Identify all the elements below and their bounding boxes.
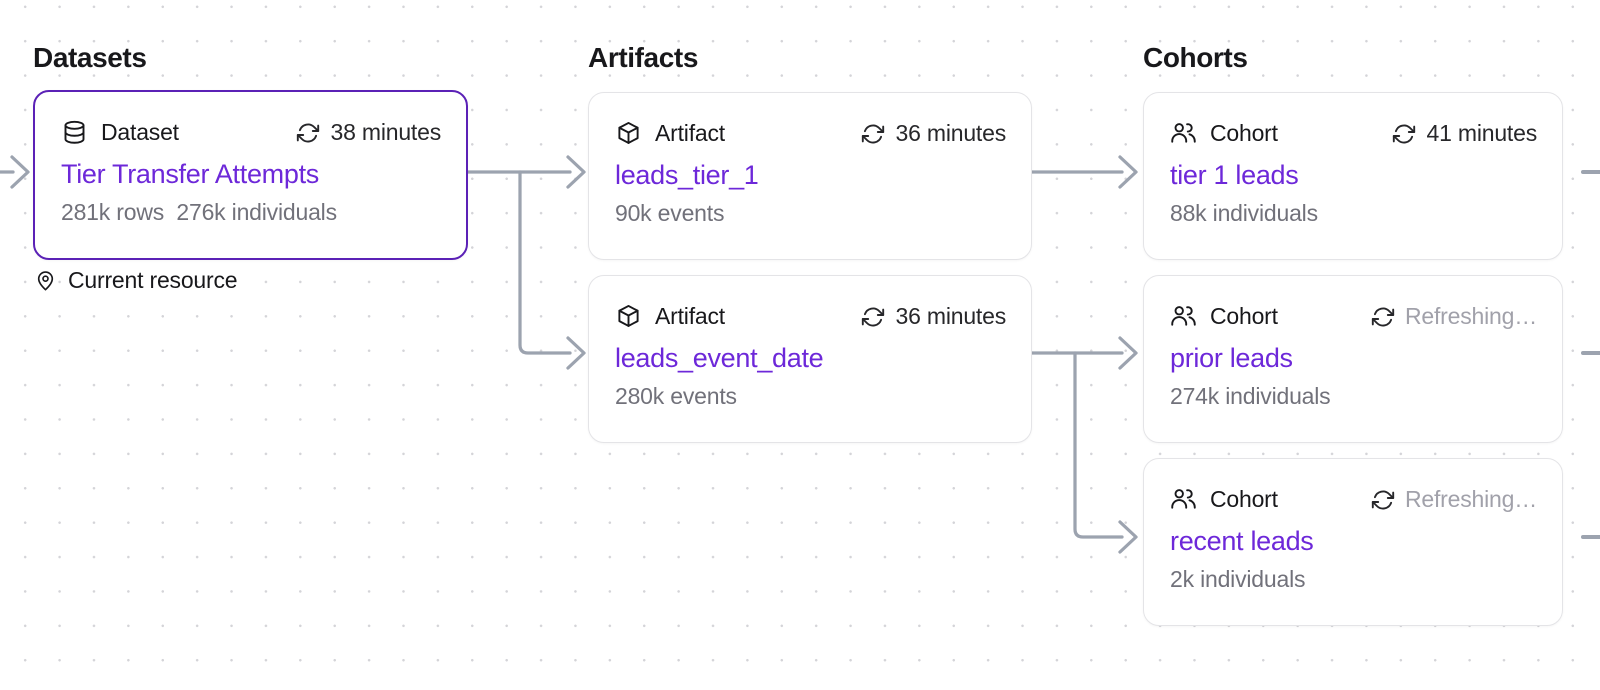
column-header-datasets: Datasets <box>33 42 147 73</box>
column-header-cohorts: Cohorts <box>1143 42 1248 73</box>
cohort-card-prior-leads[interactable]: Cohort Refreshing… prior leads 274k indi… <box>1143 275 1563 443</box>
database-icon <box>61 119 88 146</box>
node-meta: 280k events <box>615 383 737 409</box>
refresh-status: 36 minutes <box>861 303 1006 330</box>
node-meta: 2k individuals <box>1170 566 1306 592</box>
node-title-link[interactable]: Tier Transfer Attempts <box>61 159 319 189</box>
refresh-status-text: Refreshing… <box>1404 303 1537 329</box>
refresh-status-text: 36 minutes <box>895 303 1006 329</box>
current-resource-label: Current resource <box>68 267 238 293</box>
node-title-link[interactable]: recent leads <box>1170 526 1314 556</box>
users-icon <box>1170 120 1197 147</box>
refresh-status-text: 38 minutes <box>330 119 441 145</box>
node-title-link[interactable]: leads_event_date <box>615 343 824 373</box>
dataset-card[interactable]: Dataset 38 minutes Tier Transfer Attempt… <box>33 90 468 260</box>
refresh-status: 41 minutes <box>1392 120 1537 147</box>
cube-icon <box>615 303 642 330</box>
node-meta: 274k individuals <box>1170 383 1331 409</box>
current-resource-legend: Current resource <box>34 267 238 294</box>
refresh-status: Refreshing… <box>1371 486 1537 513</box>
users-icon <box>1170 303 1197 330</box>
node-meta: 281k rows 276k individuals <box>61 199 337 225</box>
column-header-artifacts: Artifacts <box>588 42 698 73</box>
cube-icon <box>615 120 642 147</box>
node-type-label: Cohort <box>1210 120 1278 146</box>
artifact-card-leads-event-date[interactable]: Artifact 36 minutes leads_event_date 280… <box>588 275 1032 443</box>
refresh-icon <box>861 122 885 146</box>
cohort-card-recent-leads[interactable]: Cohort Refreshing… recent leads 2k indiv… <box>1143 458 1563 626</box>
node-meta: 88k individuals <box>1170 200 1318 226</box>
refresh-icon <box>1371 488 1395 512</box>
node-type-label: Dataset <box>101 119 179 145</box>
node-type-label: Artifact <box>655 303 725 329</box>
node-type-label: Artifact <box>655 120 725 146</box>
node-title-link[interactable]: tier 1 leads <box>1170 160 1299 190</box>
node-meta: 90k events <box>615 200 725 226</box>
refresh-status-text: 36 minutes <box>895 120 1006 146</box>
refresh-icon <box>296 121 320 145</box>
refresh-status: 36 minutes <box>861 120 1006 147</box>
refresh-icon <box>1392 122 1416 146</box>
refresh-icon <box>861 305 885 329</box>
users-icon <box>1170 486 1197 513</box>
node-type-label: Cohort <box>1210 486 1278 512</box>
refresh-status-text: Refreshing… <box>1404 486 1537 512</box>
refresh-status: 38 minutes <box>296 119 441 146</box>
cohort-card-tier-1-leads[interactable]: Cohort 41 minutes tier 1 leads 88k indiv… <box>1143 92 1563 260</box>
node-title-link[interactable]: leads_tier_1 <box>615 160 759 190</box>
artifact-card-leads-tier-1[interactable]: Artifact 36 minutes leads_tier_1 90k eve… <box>588 92 1032 260</box>
node-title-link[interactable]: prior leads <box>1170 343 1293 373</box>
refresh-status: Refreshing… <box>1371 303 1537 330</box>
refresh-status-text: 41 minutes <box>1426 120 1537 146</box>
refresh-icon <box>1371 305 1395 329</box>
node-type-label: Cohort <box>1210 303 1278 329</box>
map-pin-icon <box>34 269 57 292</box>
